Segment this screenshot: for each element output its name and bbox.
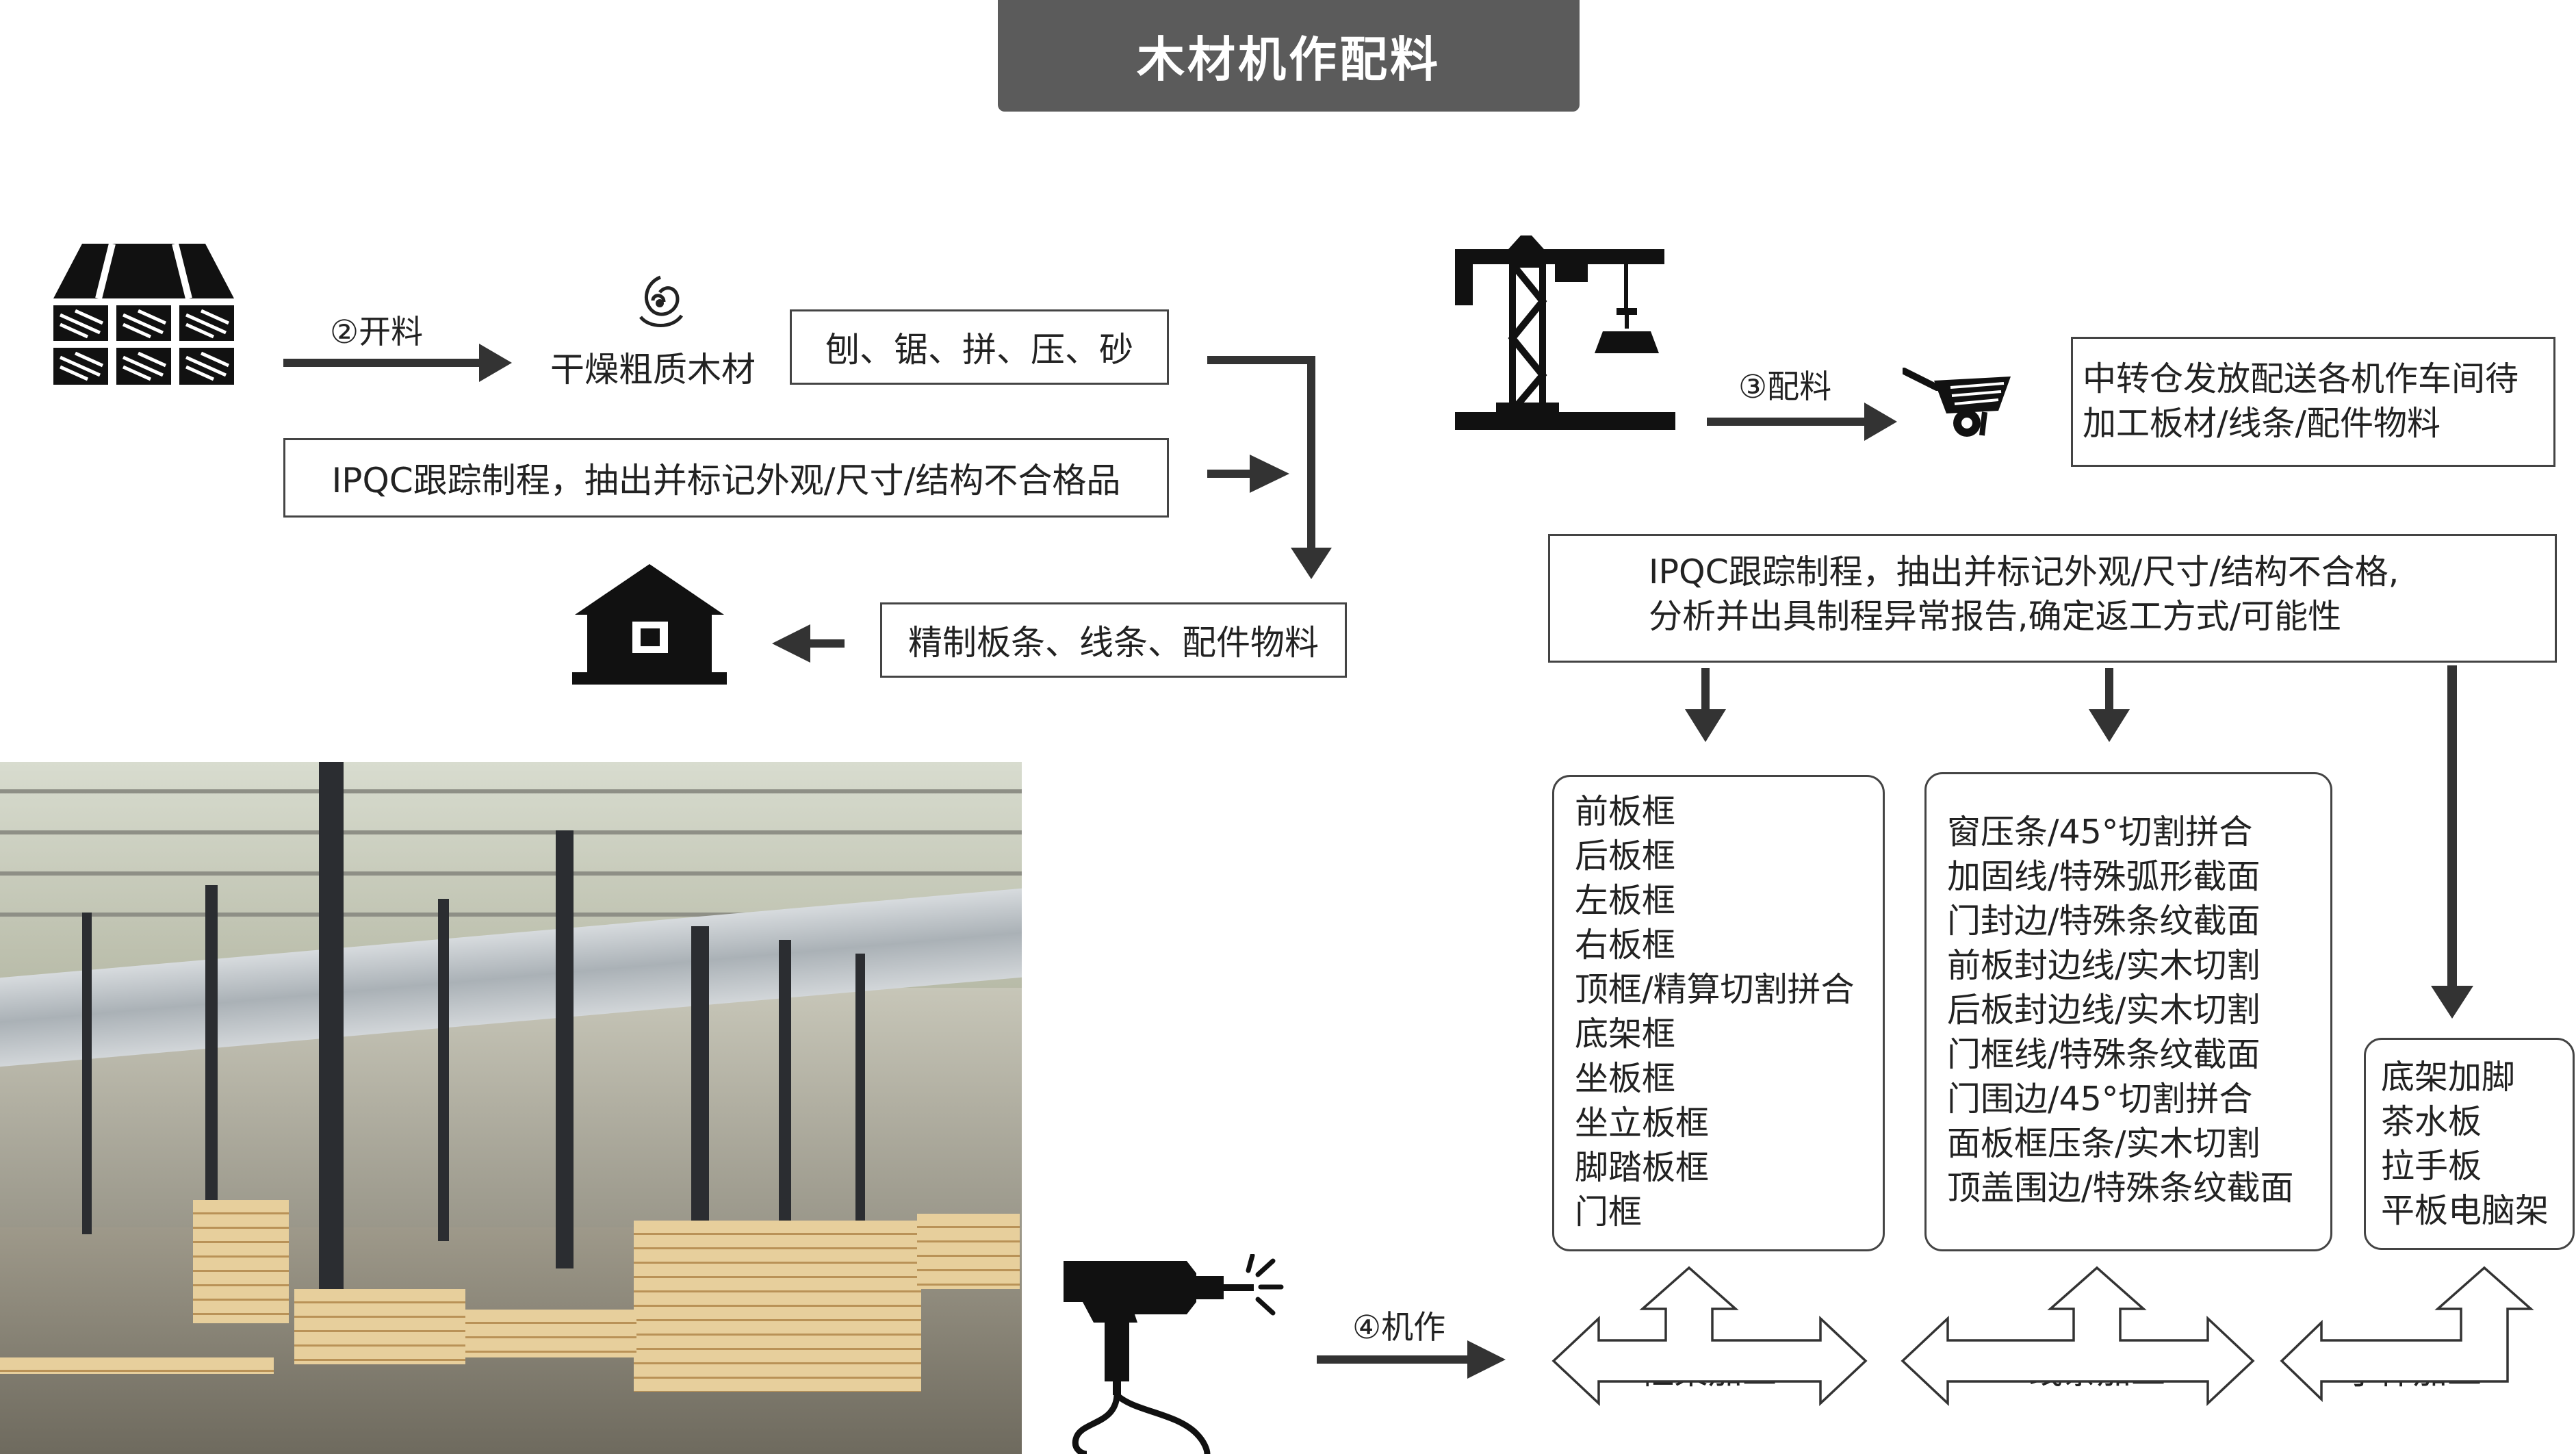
step-machining-label: ④机作 <box>1352 1309 1446 1347</box>
step-cutting-label: ②开料 <box>330 314 424 351</box>
frame-part-item: 右板框 <box>1575 926 1676 965</box>
frame-part-item: 前板框 <box>1575 792 1676 831</box>
line-part-item: 前板封边线/实木切割 <box>1947 946 2261 985</box>
arrow-down-frame <box>1685 668 1726 742</box>
arrow-ipqc-right <box>1207 455 1289 493</box>
arrow-cutting <box>283 344 512 382</box>
arrow-allocation <box>1707 403 1897 441</box>
arrow-process-down <box>1207 356 1332 579</box>
line-part-item: 顶盖围边/特殊条纹截面 <box>1947 1169 2294 1208</box>
line-part-item: 门框线/特殊条纹截面 <box>1947 1035 2261 1074</box>
warehouse-icon <box>572 564 727 685</box>
line-process-arrow <box>1901 1266 2255 1407</box>
frame-part-item: 底架框 <box>1575 1015 1676 1054</box>
frame-part-item: 门框 <box>1575 1192 1643 1232</box>
ipqc-box-cutting: IPQC跟踪制程，抽出并标记外观/尺寸/结构不合格品 <box>283 438 1169 518</box>
ipqc-box-allocation: IPQC跟踪制程，抽出并标记外观/尺寸/结构不合格, 分析并出具制程异常报告,确… <box>1548 534 2557 663</box>
ipqc-cutting-text: IPQC跟踪制程，抽出并标记外观/尺寸/结构不合格品 <box>331 461 1121 500</box>
small-process-arrow <box>2280 1266 2534 1403</box>
arrow-machining <box>1317 1340 1506 1379</box>
line-part-item: 后板封边线/实木切割 <box>1947 991 2261 1030</box>
output-text: 精制板条、线条、配件物料 <box>908 623 1319 663</box>
frame-part-item: 顶框/精算切割拼合 <box>1575 970 1855 1009</box>
wheelbarrow-icon <box>1903 368 2011 437</box>
frame-part-item: 后板框 <box>1575 837 1676 876</box>
frame-part-item: 坐立板框 <box>1575 1104 1710 1143</box>
line-part-item: 面板框压条/实木切割 <box>1947 1124 2261 1163</box>
distribution-box: 中转仓发放配送各机作车间待 加工板材/线条/配件物料 <box>2071 337 2555 467</box>
ipqc-allocation-line-1: IPQC跟踪制程，抽出并标记外观/尺寸/结构不合格, <box>1649 552 2399 591</box>
process-box: 刨、锯、拼、压、砂 <box>790 309 1169 385</box>
tower-crane-icon <box>1455 235 1675 430</box>
arrow-down-small <box>2431 665 2473 1019</box>
line-part-item: 窗压条/45°切割拼合 <box>1947 813 2253 852</box>
factory-photo <box>0 762 1022 1454</box>
arrow-down-line <box>2089 668 2130 742</box>
output-box: 精制板条、线条、配件物料 <box>880 602 1347 678</box>
arrow-to-warehouse <box>772 624 845 663</box>
lumber-stack-icon <box>53 242 234 385</box>
small-part-item: 拉手板 <box>2381 1147 2482 1186</box>
small-part-item: 茶水板 <box>2381 1102 2482 1141</box>
distribution-line-2: 加工板材/线条/配件物料 <box>2083 404 2441 443</box>
frame-part-item: 脚踏板框 <box>1575 1148 1710 1187</box>
distribution-line-1: 中转仓发放配送各机作车间待 <box>2083 359 2519 398</box>
raw-material-label: 干燥粗质木材 <box>550 350 756 390</box>
page-title: 木材机作配料 <box>998 0 1580 112</box>
small-parts-list: 底架加脚茶水板拉手板平板电脑架 <box>2364 1038 2575 1250</box>
line-part-item: 门封边/特殊条纹截面 <box>1947 902 2261 941</box>
frame-part-item: 坐板框 <box>1575 1059 1676 1098</box>
page-title-text: 木材机作配料 <box>1137 31 1441 88</box>
ipqc-allocation-line-2: 分析并出具制程异常报告,确定返工方式/可能性 <box>1649 597 2342 636</box>
wood-knot-icon <box>639 275 684 327</box>
frame-part-item: 左板框 <box>1575 881 1676 920</box>
frame-parts-list: 前板框后板框左板框右板框顶框/精算切割拼合底架框坐板框坐立板框脚踏板框门框 <box>1552 775 1885 1251</box>
line-parts-list: 窗压条/45°切割拼合加固线/特殊弧形截面门封边/特殊条纹截面前板封边线/实木切… <box>1924 772 2332 1251</box>
line-part-item: 加固线/特殊弧形截面 <box>1947 857 2261 896</box>
line-part-item: 门围边/45°切割拼合 <box>1947 1080 2253 1119</box>
process-text: 刨、锯、拼、压、砂 <box>825 330 1133 370</box>
step-allocation-label: ③配料 <box>1738 368 1832 406</box>
small-part-item: 底架加脚 <box>2381 1058 2516 1097</box>
small-part-item: 平板电脑架 <box>2381 1191 2549 1230</box>
frame-process-arrow <box>1551 1266 1868 1407</box>
drill-icon <box>1064 1254 1284 1454</box>
